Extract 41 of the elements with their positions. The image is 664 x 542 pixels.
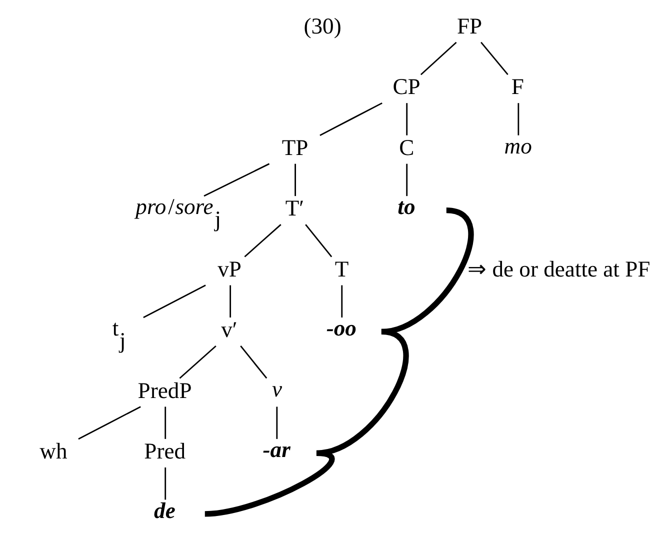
- connector: [341, 285, 343, 318]
- connector: [244, 224, 282, 258]
- edge-label: ⇒ de or deatte at PF: [468, 256, 650, 282]
- connector: [294, 164, 296, 196]
- node-text: T′: [285, 196, 304, 221]
- connector: [276, 406, 278, 439]
- node-text: -ar: [262, 437, 290, 462]
- node-text: -oo: [326, 316, 356, 341]
- node-text: v: [272, 376, 282, 402]
- connector: [480, 42, 508, 76]
- connector: [406, 164, 408, 196]
- node-text: C: [399, 134, 414, 160]
- connector: [179, 345, 216, 379]
- connector: [78, 406, 141, 440]
- connector: [164, 467, 166, 500]
- node-text: PredP: [138, 378, 192, 403]
- node-text: CP: [392, 74, 420, 100]
- node-text: to: [398, 194, 416, 220]
- connector: [320, 102, 382, 136]
- node-text: FP: [456, 13, 482, 38]
- node-text: Pred: [144, 438, 186, 464]
- connector: [230, 285, 232, 318]
- connector: [305, 224, 332, 258]
- connector: [406, 103, 408, 136]
- connector: [204, 163, 270, 197]
- node-text: wh: [40, 438, 68, 464]
- connector: [240, 346, 268, 379]
- label: (30): [304, 13, 342, 38]
- node-text: de: [154, 498, 176, 523]
- connector: [143, 284, 206, 318]
- node-text: T: [334, 256, 349, 282]
- connector: [518, 103, 520, 136]
- connector: [316, 328, 409, 456]
- node-text: mo: [504, 134, 532, 158]
- node-text: F: [511, 74, 524, 100]
- node-text: v′: [221, 317, 238, 342]
- node-text: vP: [218, 256, 242, 282]
- connector: [420, 42, 457, 76]
- connector: [164, 406, 166, 439]
- connector: [204, 450, 334, 517]
- node-text: TP: [282, 134, 308, 160]
